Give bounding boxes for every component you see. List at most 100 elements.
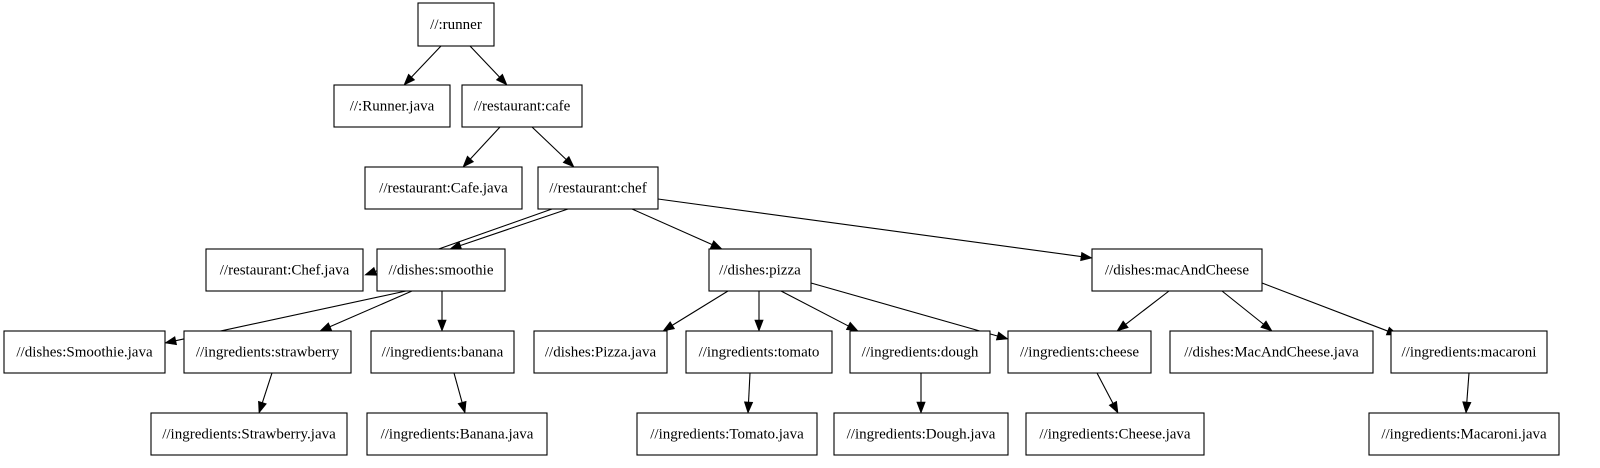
graph-node[interactable]: //ingredients:cheese — [1007, 330, 1152, 374]
node-box[interactable] — [370, 330, 515, 374]
graph-node[interactable]: //ingredients:banana — [370, 330, 515, 374]
node-box[interactable] — [417, 2, 495, 47]
graph-node[interactable]: //ingredients:strawberry — [183, 330, 352, 374]
graph-node[interactable]: //ingredients:Banana.java — [366, 412, 548, 456]
node-box[interactable] — [533, 330, 668, 374]
graph-node[interactable]: //ingredients:tomato — [685, 330, 833, 374]
edge-line — [531, 126, 567, 160]
graph-node[interactable]: //restaurant:Cafe.java — [364, 166, 523, 210]
node-label: //dishes:pizza — [719, 262, 801, 278]
node-label: //:Runner.java — [350, 98, 435, 114]
node-box[interactable] — [1368, 412, 1560, 456]
node-box[interactable] — [150, 412, 348, 456]
edge-arrowhead — [1080, 251, 1093, 262]
edge-arrowhead — [995, 331, 1009, 341]
node-box[interactable] — [537, 166, 659, 210]
edge-line — [470, 126, 501, 160]
node-box[interactable] — [205, 248, 364, 292]
graph-node[interactable]: //restaurant:chef — [537, 166, 659, 210]
graph-node[interactable]: //dishes:smoothie — [376, 248, 506, 292]
graph-edge — [916, 373, 926, 414]
graph-edge — [1261, 282, 1399, 336]
graph-node[interactable]: //dishes:Pizza.java — [533, 330, 668, 374]
node-label: //:runner — [430, 17, 482, 33]
node-box[interactable] — [364, 166, 523, 210]
edge-arrowhead — [437, 319, 447, 332]
graph-edge — [437, 291, 447, 332]
graph-node[interactable]: //ingredients:Macaroni.java — [1368, 412, 1560, 456]
node-box[interactable] — [3, 330, 166, 374]
node-box[interactable] — [366, 412, 548, 456]
node-label: //ingredients:tomato — [699, 344, 820, 360]
graph-node[interactable]: //ingredients:dough — [849, 330, 991, 374]
edge-arrowhead — [1260, 320, 1273, 332]
node-box[interactable] — [183, 330, 352, 374]
node-box[interactable] — [1169, 330, 1374, 374]
node-label: //ingredients:Strawberry.java — [162, 426, 336, 442]
graph-node[interactable]: //dishes:macAndCheese — [1091, 248, 1263, 292]
edge-arrowhead — [403, 73, 416, 86]
edge-line — [1125, 290, 1170, 325]
graph-node[interactable]: //ingredients:macaroni — [1390, 330, 1548, 374]
edge-arrowhead — [258, 400, 267, 414]
node-box[interactable] — [833, 412, 1009, 456]
graph-edge — [1462, 372, 1472, 414]
node-label: //dishes:Smoothie.java — [16, 344, 153, 360]
graph-edge — [469, 45, 508, 86]
graph-node[interactable]: //dishes:Smoothie.java — [3, 330, 166, 374]
edge-line — [672, 290, 729, 326]
edge-line — [631, 208, 713, 246]
graph-node[interactable]: //ingredients:Tomato.java — [636, 412, 818, 456]
node-box[interactable] — [1007, 330, 1152, 374]
node-box[interactable] — [685, 330, 833, 374]
edge-arrowhead — [562, 155, 575, 168]
edge-arrowhead — [462, 155, 475, 168]
edge-arrowhead — [457, 400, 467, 414]
node-label: //ingredients:Tomato.java — [650, 426, 804, 442]
graph-node[interactable]: //:Runner.java — [333, 84, 451, 128]
edge-line — [780, 290, 849, 327]
graph-node[interactable]: //restaurant:cafe — [461, 84, 583, 128]
edge-line — [469, 45, 500, 78]
graph-edge — [258, 372, 273, 414]
edge-line — [411, 45, 442, 78]
node-box[interactable] — [1025, 412, 1205, 456]
edge-arrowhead — [364, 266, 378, 276]
edge-arrowhead — [743, 401, 754, 414]
graph-node[interactable]: //dishes:MacAndCheese.java — [1169, 330, 1374, 374]
node-label: //ingredients:dough — [862, 344, 979, 360]
graph-node[interactable]: //ingredients:Strawberry.java — [150, 412, 348, 456]
node-label: //restaurant:chef — [549, 180, 646, 196]
node-box[interactable] — [636, 412, 818, 456]
node-box[interactable] — [708, 248, 812, 292]
graph-edge — [462, 126, 501, 168]
node-label: //dishes:MacAndCheese.java — [1184, 344, 1359, 360]
graph-edge — [531, 126, 575, 168]
graph-node[interactable]: //ingredients:Cheese.java — [1025, 412, 1205, 456]
graph-edge — [449, 208, 569, 250]
edge-arrowhead — [1462, 401, 1472, 414]
graph-edge — [662, 290, 729, 332]
node-label: //ingredients:strawberry — [196, 344, 340, 360]
edge-arrowhead — [754, 319, 764, 332]
graph-edge — [743, 372, 754, 414]
edge-line — [1261, 282, 1388, 332]
node-box[interactable] — [333, 84, 451, 128]
graph-node[interactable]: //ingredients:Dough.java — [833, 412, 1009, 456]
node-box[interactable] — [849, 330, 991, 374]
graph-node[interactable]: //restaurant:Chef.java — [205, 248, 364, 292]
nodes-layer: //:runner //:Runner.java //restaurant:cafe… — [3, 2, 1560, 456]
node-box[interactable] — [1390, 330, 1548, 374]
graph-edge — [780, 290, 859, 332]
node-box[interactable] — [461, 84, 583, 128]
graph-node[interactable]: //:runner — [417, 2, 495, 47]
node-box[interactable] — [376, 248, 506, 292]
node-label: //ingredients:Dough.java — [847, 426, 996, 442]
graph-node[interactable]: //dishes:pizza — [708, 248, 812, 292]
node-label: //ingredients:macaroni — [1402, 344, 1537, 360]
node-label: //dishes:macAndCheese — [1105, 262, 1249, 278]
node-box[interactable] — [1091, 248, 1263, 292]
edge-arrowhead — [319, 322, 333, 332]
edge-line — [453, 372, 463, 403]
